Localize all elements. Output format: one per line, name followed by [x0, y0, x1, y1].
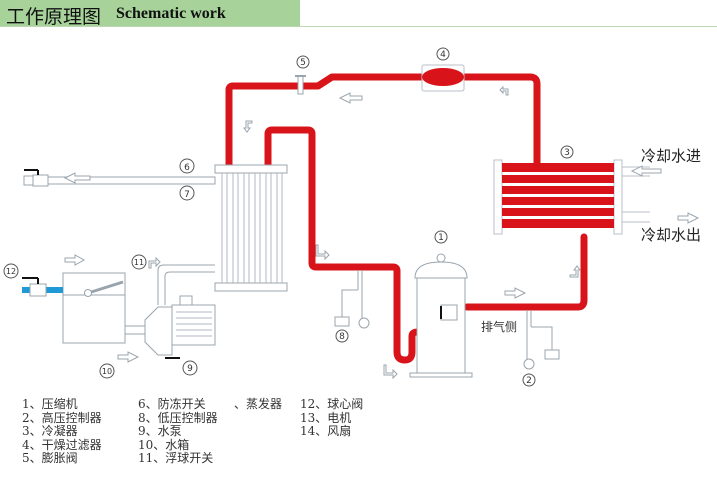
arrow-bend-down — [243, 120, 253, 133]
low-pressure-controller — [334, 270, 370, 329]
marker-10: 10 — [99, 363, 115, 379]
svg-text:6: 6 — [184, 163, 190, 173]
svg-text:7: 7 — [184, 190, 190, 200]
arrow-bend-compressor — [383, 364, 398, 380]
refrigerant-pipes — [225, 73, 588, 364]
legend-item: 8、低压控制器 — [138, 410, 218, 425]
marker-8: 8 — [335, 329, 349, 343]
title-divider — [0, 26, 717, 27]
legend-item: 10、水箱 — [138, 437, 190, 452]
legend-item: 6、防冻开关 — [138, 397, 206, 411]
inlet-ball-valve — [22, 277, 63, 297]
cooling-water-out-label: 冷却水出 — [641, 226, 702, 244]
suction-line — [264, 126, 422, 364]
marker-11: 11 — [131, 254, 147, 270]
marker-1: 1 — [434, 230, 448, 244]
legend-item: 4、干燥过滤器 — [22, 437, 102, 452]
legend-item: 11、浮球开关 — [138, 451, 214, 465]
legend-item: 1、压缩机 — [22, 397, 78, 411]
expansion-valve — [295, 75, 306, 95]
legend-item: 13、电机 — [300, 410, 352, 425]
marker-4: 4 — [436, 47, 450, 61]
arrow-left — [338, 92, 363, 104]
legend-item: 5、膨胀阀 — [22, 451, 78, 465]
liquid-line-right — [456, 73, 541, 169]
legend-column-2: 6、防冻开关 8、低压控制器 9、水泵 10、水箱 11、浮球开关 — [138, 397, 218, 466]
water-pump — [144, 295, 216, 359]
marker-6: 6 — [179, 158, 195, 174]
chilled-water-pipe — [23, 169, 216, 187]
arrow-out-water — [677, 212, 700, 224]
cooling-water-in-label: 冷却水进 — [641, 147, 702, 165]
svg-text:5: 5 — [300, 58, 306, 68]
discharge-line — [463, 233, 588, 311]
legend-column-4: 12、球心阀 13、电机 14、风扇 — [300, 397, 364, 439]
arrow-right-pump — [117, 351, 140, 363]
arrow-in-water — [630, 165, 662, 177]
arrow-bend-top-right — [499, 85, 509, 96]
arrow-left-chilled — [63, 172, 91, 184]
compressor — [409, 253, 473, 378]
condenser — [493, 159, 650, 235]
marker-12: 12 — [3, 263, 19, 279]
marker-9: 9 — [182, 360, 198, 376]
legend-item: 9、水泵 — [138, 424, 182, 438]
legend-column-3: 、蒸发器 — [234, 397, 283, 412]
high-pressure-controller — [523, 310, 560, 370]
component-markers: 1 2 3 4 5 6 7 8 9 10 11 12 — [3, 47, 574, 387]
liquid-line — [225, 73, 429, 172]
svg-text:3: 3 — [564, 148, 570, 158]
title-chinese: 工作原理图 — [6, 6, 102, 28]
svg-text:11: 11 — [134, 258, 144, 267]
svg-text:8: 8 — [339, 332, 345, 342]
svg-text:12: 12 — [6, 267, 16, 276]
legend-item: 、蒸发器 — [234, 397, 283, 411]
title-english: Schematic work — [116, 5, 226, 22]
filter-drier — [421, 64, 465, 92]
legend-column-1: 1、压缩机 2、高压控制器 3、冷凝器 4、干燥过滤器 5、膨胀阀 — [22, 397, 102, 466]
legend-item: 14、风扇 — [300, 424, 352, 438]
marker-5: 5 — [296, 55, 310, 69]
svg-text:2: 2 — [526, 376, 532, 386]
discharge-side-label: 排气侧 — [481, 320, 518, 334]
svg-text:4: 4 — [440, 50, 446, 60]
arrow-bend-float — [148, 256, 161, 269]
title-bar: 工作原理图 Schematic work — [0, 0, 300, 28]
legend-item: 3、冷凝器 — [22, 424, 78, 438]
marker-7: 7 — [179, 185, 195, 201]
arrow-right-discharge — [504, 287, 527, 299]
legend-item: 2、高压控制器 — [22, 410, 102, 425]
evaporator — [214, 164, 288, 292]
svg-text:10: 10 — [102, 367, 112, 376]
water-tank — [62, 272, 146, 344]
arrow-right-tank — [64, 254, 86, 266]
pump-outlet-pipe — [157, 264, 215, 305]
svg-text:9: 9 — [187, 364, 193, 374]
legend-item: 12、球心阀 — [300, 397, 364, 411]
arrow-bend-up — [569, 265, 581, 278]
arrow-bend-suction — [315, 244, 330, 261]
flow-arrows — [63, 85, 700, 380]
marker-3: 3 — [560, 145, 574, 159]
marker-2: 2 — [522, 373, 536, 387]
svg-text:1: 1 — [438, 233, 444, 243]
